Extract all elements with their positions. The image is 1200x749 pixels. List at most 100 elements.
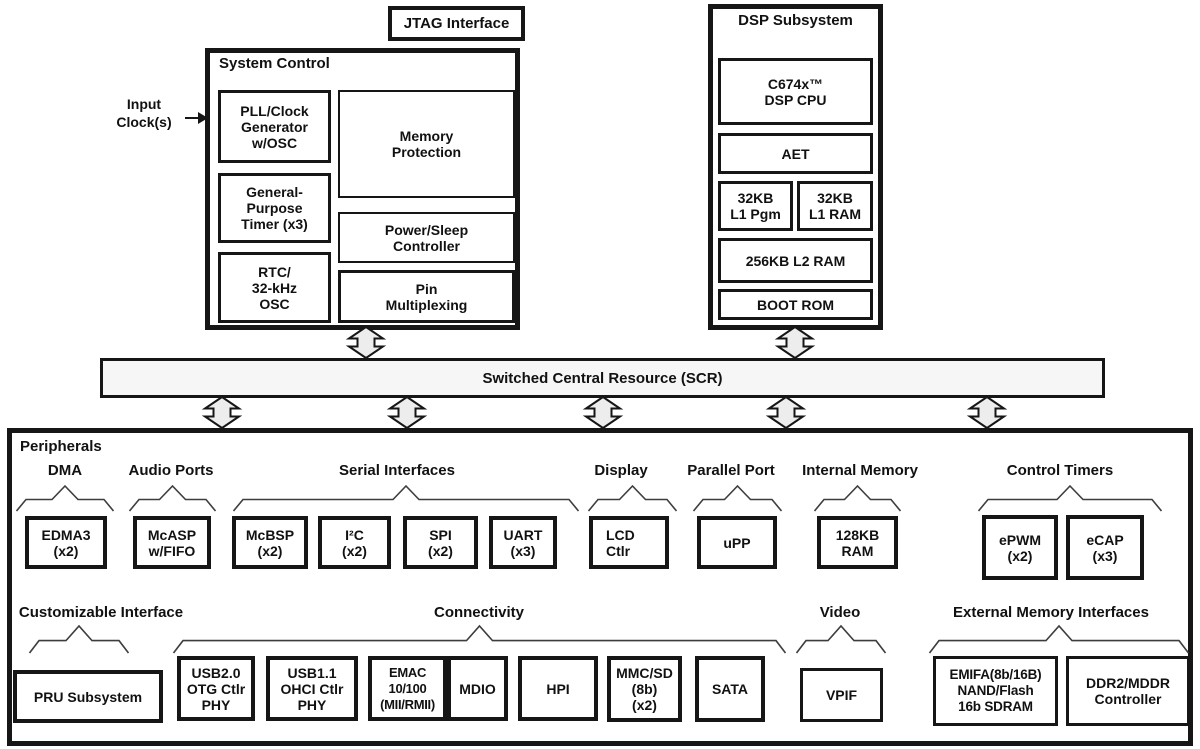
bus-arrow-icon: [345, 325, 387, 360]
block-label: SATA: [711, 681, 749, 697]
label-line: PHY: [297, 696, 327, 713]
label-line: Multiplexing: [385, 296, 468, 313]
scr-bus-label: Switched Central Resource (SCR): [482, 369, 723, 387]
label-line: OTG Ctlr: [186, 680, 246, 697]
block-pru-subsystem: PRU Subsystem: [13, 670, 163, 723]
block-label: AET: [781, 145, 810, 162]
label-line: Purpose: [246, 200, 303, 216]
group-brace-external-memory-interfaces: [928, 624, 1190, 654]
label-line: 16b SDRAM: [958, 699, 1033, 714]
label-line: SPI: [429, 526, 452, 543]
label-line: PHY: [201, 696, 231, 713]
block-mcbsp: McBSP(x2): [232, 516, 308, 569]
group-label-display: Display: [594, 462, 648, 479]
group-brace-parallel-port: [692, 484, 783, 512]
label-line: 10/100: [388, 680, 427, 696]
block-ecap: eCAP(x3): [1066, 515, 1144, 580]
bus-arrow-icon: [201, 395, 243, 430]
group-label-control-timers: Control Timers: [1006, 462, 1114, 479]
block-hpi: HPI: [518, 656, 598, 721]
group-brace-internal-memory: [813, 484, 902, 512]
label-line: I²C: [345, 526, 364, 543]
label-line: LCD: [606, 526, 635, 543]
group-label-customizable-interface: Customizable Interface: [18, 604, 184, 621]
label-line: (x3): [510, 542, 536, 559]
label-line: (x2): [428, 542, 453, 559]
block-label: PRU Subsystem: [33, 688, 143, 705]
system-control-title: System Control: [219, 55, 330, 72]
label-line: (x3): [1092, 547, 1118, 564]
label-line: L1 RAM: [808, 206, 862, 222]
group-label-dma: DMA: [47, 462, 83, 479]
label-line: OHCI Ctlr: [280, 680, 344, 697]
label-line: Protection: [391, 144, 462, 160]
label-line: (x2): [632, 697, 657, 713]
input-clock-arrow-icon: [185, 112, 208, 124]
block-label: VPIF: [825, 687, 858, 703]
label-line: 32-kHz: [251, 279, 298, 296]
label-line: DSP CPU: [764, 91, 827, 108]
block-label: BOOT ROM: [757, 296, 834, 313]
group-brace-display: [587, 484, 678, 512]
peripherals-title: Peripherals: [20, 438, 102, 455]
group-brace-dma: [15, 484, 115, 512]
label-line: w/FIFO: [148, 542, 196, 559]
label-line: Timer (x3): [241, 216, 308, 232]
label-line: McASP: [147, 526, 197, 543]
bus-arrow-icon: [765, 395, 807, 430]
scr-bus: Switched Central Resource (SCR): [100, 358, 1105, 398]
label-line: eCAP: [1086, 531, 1124, 548]
block-vpif: VPIF: [800, 668, 883, 722]
label-line: 32KB: [817, 190, 853, 206]
bus-arrow-icon: [966, 395, 1008, 430]
label-line: DDR2/MDDR: [1086, 675, 1170, 691]
label-line: Clock(s): [116, 114, 172, 130]
block-label: uPP: [723, 534, 751, 551]
label-line: NAND/Flash: [957, 683, 1034, 698]
label-line: MMC/SD: [616, 665, 673, 681]
label-line: EMAC: [388, 664, 427, 680]
dsp-subsystem-title: DSP Subsystem: [738, 12, 853, 29]
group-brace-control-timers: [977, 484, 1163, 512]
group-label-parallel-port: Parallel Port: [687, 462, 775, 479]
block-mdio: MDIO: [447, 656, 508, 721]
group-brace-customizable-interface: [28, 624, 130, 654]
block-label: HPI: [546, 680, 570, 697]
label-line: Input: [126, 96, 162, 112]
label-line: ePWM: [999, 531, 1041, 548]
bus-arrow-icon: [774, 325, 816, 360]
block-spi: SPI(x2): [403, 516, 478, 569]
label-line: Pin: [415, 280, 438, 297]
block-uart: UART(x3): [489, 516, 557, 569]
label-line: EMIFA(8b/16B): [949, 667, 1042, 682]
group-label-audio-ports: Audio Ports: [128, 462, 214, 479]
label-line: (x2): [53, 542, 79, 559]
label-line: (MII/RMII): [380, 696, 435, 712]
label-line: Generator: [241, 118, 308, 135]
bus-arrow-icon: [386, 395, 428, 430]
label-line: Controller: [1094, 691, 1162, 707]
label-line: Ctlr: [606, 542, 631, 559]
label-line: USB2.0: [191, 664, 241, 681]
label-line: UART: [503, 526, 543, 543]
label-line: McBSP: [245, 526, 295, 543]
label-line: Controller: [393, 237, 460, 254]
label-line: (x2): [1007, 547, 1033, 564]
block-boot-rom: BOOT ROM: [718, 289, 873, 320]
label-line: (8b): [631, 681, 658, 697]
label-line: (x2): [257, 542, 283, 559]
group-label-external-memory-interfaces: External Memory Interfaces: [953, 604, 1149, 621]
